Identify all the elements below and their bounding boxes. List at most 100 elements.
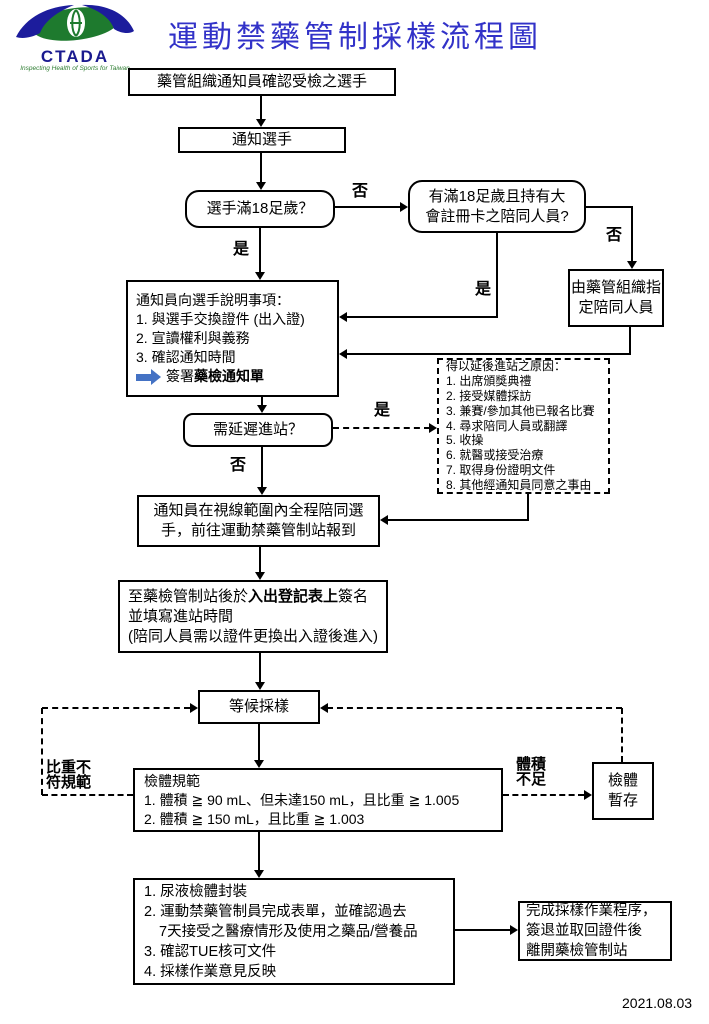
arrowhead-storage-wait [320, 703, 328, 713]
node-briefing-title: 通知員向選手說明事項： [136, 292, 290, 308]
node-temp-storage-line2: 暫存 [607, 792, 638, 809]
node-confirm-athlete-label: 藥管組織通知員確認受檢之選手 [156, 73, 367, 90]
node-final-steps-item1: 1. 尿液檢體封裝 [144, 883, 248, 900]
page-title: 運動禁藥管制採樣流程圖 [168, 21, 542, 54]
connector-gravity-h1 [42, 794, 133, 796]
connector-confirm-notify [260, 96, 262, 119]
connector-assign-h [346, 353, 631, 355]
node-briefing-item3: 3. 確認通知時間 [136, 349, 236, 365]
arrowhead-escort-register [255, 572, 265, 580]
connector-volume-h [503, 794, 584, 796]
branch-yes-chaperone: 是 [475, 281, 492, 298]
connector-delay-reasons [333, 427, 430, 429]
node-notify-athlete-label: 通知選手 [231, 131, 292, 148]
ctada-leaf-icon [16, 4, 134, 41]
note-delay-reason-1: 1. 出席頒獎典禮 [446, 374, 532, 389]
node-final-steps: 1. 尿液檢體封裝 2. 運動禁藥管制員完成表單，並確認過去 7天接受之醫療情形… [133, 878, 455, 985]
arrowhead-delay-reasons [429, 423, 437, 433]
node-confirm-athlete: 藥管組織通知員確認受檢之選手 [128, 68, 396, 96]
label-gravity-fail-line2: 符規範 [46, 774, 92, 791]
revision-date: 2021.08.03 [622, 995, 693, 1011]
node-register-line1-prefix: 至藥檢管制站後於 [128, 587, 249, 605]
connector-reasons-v [527, 494, 529, 521]
connector-chaperone-yes-v [496, 233, 498, 318]
connector-escort-register [259, 547, 261, 573]
branch-yes-age: 是 [233, 241, 250, 258]
label-volume-low-line1: 體積 [516, 756, 547, 773]
connector-briefing-delay [261, 397, 263, 406]
connector-chaperone-no-v [631, 206, 633, 261]
node-assign-chaperone: 由藥管組織指 定陪同人員 [568, 269, 664, 327]
node-complete: 完成採樣作業程序， 簽退並取回證件後 離開藥檢管制站 [518, 901, 672, 961]
arrowhead-register-wait [255, 682, 265, 690]
node-briefing-sign-prefix: 簽署 [166, 368, 194, 384]
connector-gravity-h2 [42, 707, 190, 709]
decision-age-18: 選手滿18足歲？ [185, 190, 335, 228]
connector-delay-escort [261, 447, 263, 488]
node-complete-line3: 離開藥檢管制站 [526, 943, 628, 959]
note-delay-reason-4: 4. 尋求陪同人員或翻譯 [446, 418, 568, 433]
label-volume-low: 體積 不足 [516, 757, 546, 787]
label-gravity-fail-line1: 比重不 [46, 759, 92, 776]
arrowhead-volume-storage [584, 790, 592, 800]
connector-final-complete [455, 929, 510, 931]
blue-right-arrow-icon [136, 369, 161, 386]
node-specimen-spec-title: 檢體規範 [144, 772, 200, 789]
ctada-logo: CTADA Inspecting Health of Sports for Ta… [12, 3, 138, 73]
arrowhead-spec-final [254, 870, 264, 878]
note-delay-reasons-title: 得以延後進站之原因： [446, 359, 567, 374]
decision-chaperone-card-line2: 會註冊卡之陪同人員? [425, 207, 569, 225]
decision-delay-entry-label: 需延遲進站？ [212, 421, 303, 438]
note-delay-reason-5: 5. 收操 [446, 433, 484, 448]
arrowhead-notify-agecheck [256, 182, 266, 190]
ctada-logo-tagline: Inspecting Health of Sports for Taiwan [20, 65, 130, 72]
node-final-steps-item4: 4. 採樣作業意見反映 [144, 963, 277, 980]
connector-gravity-v [41, 708, 43, 795]
connector-notify-agecheck [260, 153, 262, 182]
decision-age-18-label: 選手滿18足歲？ [206, 200, 314, 217]
node-final-steps-item2: 2. 運動禁藥管制員完成表單，並確認過去 [144, 903, 407, 920]
node-briefing: 通知員向選手說明事項： 1. 與選手交換證件 (出入證) 2. 宣讀權利與義務 … [126, 280, 339, 397]
note-delay-reason-8: 8. 其他經通知員同意之事由 [446, 477, 592, 492]
arrowhead-age-briefing [255, 272, 265, 280]
label-volume-low-line2: 不足 [516, 771, 547, 788]
node-briefing-sign-bold: 藥檢通知單 [194, 368, 264, 384]
connector-reasons-h [387, 519, 528, 521]
note-delay-reason-7: 7. 取得身份證明文件 [446, 463, 556, 477]
node-specimen-spec-item1: 1. 體積 ≧ 90 mL、但未達150 mL，且比重 ≧ 1.005 [144, 791, 460, 808]
arrowhead-assign-briefing [339, 349, 347, 359]
arrowhead-chaperone-yes [339, 312, 347, 322]
node-register-line1-bold: 入出登記表上 [248, 587, 339, 605]
arrowhead-delay-escort [257, 487, 267, 495]
node-wait-sampling: 等候採樣 [198, 690, 320, 724]
node-final-steps-item2b: 7天接受之醫療情形及使用之藥品/營養品 [159, 923, 418, 940]
node-wait-sampling-label: 等候採樣 [228, 698, 289, 715]
node-escort: 通知員在視線範圍內全程陪同選 手，前往運動禁藥管制站報到 [137, 495, 380, 547]
connector-storage-v [621, 708, 623, 762]
node-briefing-item1: 1. 與選手交換證件 (出入證) [136, 311, 305, 327]
decision-chaperone-card-line1: 有滿18足歲且持有大 [428, 187, 566, 205]
arrowhead-assign-chaperone [627, 261, 637, 269]
decision-chaperone-card: 有滿18足歲且持有大 會註冊卡之陪同人員? [408, 180, 586, 233]
connector-wait-spec [258, 724, 260, 760]
note-delay-reasons: 得以延後進站之原因： 1. 出席頒獎典禮 2. 接受媒體採訪 3. 兼賽/參加其… [437, 358, 610, 494]
note-delay-reason-3: 3. 兼賽/參加其他已報名比賽 [446, 403, 595, 418]
node-briefing-item2: 2. 宣讀權利與義務 [136, 330, 250, 346]
connector-age-briefing [259, 228, 261, 272]
node-complete-line1: 完成採樣作業程序， [526, 903, 657, 919]
connector-chaperone-no-h [586, 206, 632, 208]
note-delay-reason-2: 2. 接受媒體採訪 [446, 389, 532, 404]
node-temp-storage: 檢體 暫存 [592, 762, 654, 820]
node-escort-line2: 手，前往運動禁藥管制站報到 [160, 522, 356, 539]
arrowhead-reasons-escort [380, 515, 388, 525]
label-gravity-fail: 比重不 符規範 [46, 760, 91, 790]
node-register-line2: 並填寫進站時間 [128, 607, 234, 625]
connector-register-wait [259, 653, 261, 682]
node-specimen-spec-item2: 2. 體積 ≧ 150 mL，且比重 ≧ 1.003 [144, 810, 365, 827]
arrowhead-gravity-wait [190, 703, 198, 713]
node-temp-storage-line1: 檢體 [607, 772, 638, 789]
decision-delay-entry: 需延遲進站？ [183, 413, 333, 447]
node-assign-chaperone-line1: 由藥管組織指 [570, 279, 661, 296]
node-register-line3: (陪同人員需以證件更換出入證後進入) [128, 627, 378, 645]
